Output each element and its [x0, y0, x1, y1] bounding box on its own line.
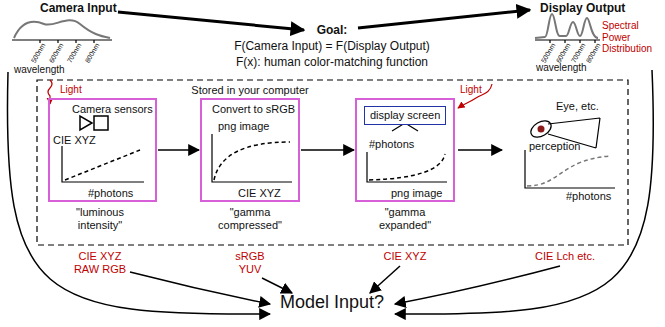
tick-label: 700nm	[65, 42, 83, 65]
tick-label: 800nm	[584, 42, 602, 65]
color-space-label: Spectral Power Distribution	[602, 20, 662, 55]
light-ray	[458, 84, 492, 108]
axis-label: CIE XYZ	[238, 187, 281, 200]
text-label: "luminous intensity"	[55, 206, 145, 231]
color-space-label: RAW RGB	[74, 263, 126, 276]
input-arrow	[395, 266, 560, 304]
text-label: wavelength	[536, 62, 587, 74]
text-label: "gamma expanded"	[360, 206, 450, 231]
eye-pupil	[538, 126, 545, 133]
color-space-label: CIE XYZ	[384, 250, 427, 263]
model-input-label: Model Input?	[280, 292, 384, 313]
heading-label: Display Output	[540, 2, 625, 16]
color-space-label: CIE XYZ	[79, 250, 122, 263]
text-label: wavelength	[14, 64, 65, 76]
tick-label: 800nm	[83, 42, 101, 65]
text-label: #photons	[566, 190, 611, 203]
axis-label: #photons	[88, 187, 133, 200]
tick-label: 500nm	[29, 42, 47, 65]
color-space-label: CIE Lch etc.	[535, 250, 595, 263]
tick-label: 700nm	[569, 42, 587, 65]
color-space-label: sRGB	[235, 250, 264, 263]
display-spectrum-curve	[535, 14, 598, 38]
pipeline-arrow	[458, 149, 502, 151]
axis-label: #photons	[369, 138, 414, 151]
axis-label: CIE XYZ	[53, 134, 96, 147]
color-space-label: Light	[60, 84, 82, 96]
camera-icon	[80, 116, 92, 130]
process-box: Convert to sRGB png imageCIE XYZ	[200, 98, 300, 202]
pipeline-frame	[37, 80, 628, 245]
camera-spectrum-curve	[14, 20, 110, 38]
color-space-label: YUV	[239, 263, 262, 276]
axis-label: png image	[218, 120, 269, 133]
heading-label: Goal:	[317, 24, 348, 38]
heading-label: Camera Input	[40, 2, 117, 16]
plot-axes	[525, 150, 615, 188]
input-arrow	[262, 278, 292, 293]
plot-axes	[212, 134, 292, 182]
plot-axes	[367, 152, 447, 182]
text-label: perception	[529, 140, 580, 153]
text-label: F(x): human color-matching function	[236, 56, 428, 70]
plot-axes	[62, 146, 144, 182]
screen-box: display screen	[364, 106, 446, 125]
box-heading: Camera sensors	[72, 103, 153, 116]
flow-arrow	[301, 149, 354, 151]
tick-label: 600nm	[554, 42, 572, 65]
box-heading: Convert to sRGB	[212, 103, 295, 116]
screen-label: display screen	[370, 109, 440, 122]
process-box: Camera sensorsCIE XYZ #photons	[48, 98, 157, 202]
camera-icon	[94, 116, 108, 130]
goal-arrow	[118, 12, 304, 30]
input-arrow	[130, 272, 270, 304]
text-label: Stored in your computer	[191, 84, 308, 97]
plot-curve	[65, 150, 140, 180]
text-label: F(Camera Input) = F(Display Output)	[234, 40, 430, 54]
tick-label: 500nm	[539, 42, 557, 65]
tick-label: 600nm	[47, 42, 65, 65]
plot-curve	[214, 142, 290, 180]
input-arrow	[370, 266, 400, 293]
eye-icon	[528, 117, 554, 140]
plot-curve	[527, 156, 610, 186]
goal-arrow	[358, 10, 530, 28]
color-space-label: Light	[460, 84, 482, 96]
plot-curve	[369, 154, 445, 180]
flow-arrow	[158, 149, 199, 151]
text-label: Eye, etc.	[556, 100, 599, 113]
text-label: "gamma compressed"	[205, 206, 295, 231]
process-box: display screen #photons png image	[355, 98, 455, 202]
axis-label: png image	[391, 187, 442, 200]
